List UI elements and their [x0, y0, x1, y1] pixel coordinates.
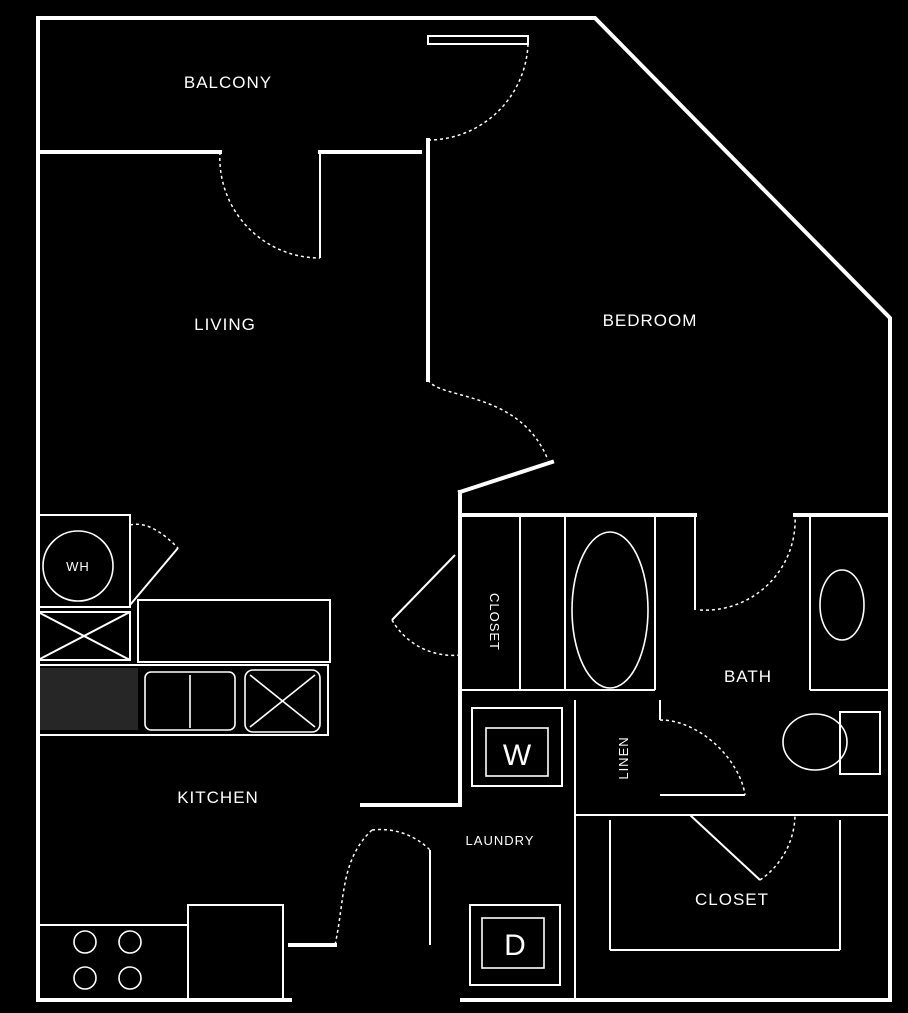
- room-label-closet: CLOSET: [487, 593, 502, 651]
- water-heater-label: WH: [66, 559, 90, 574]
- balcony-wall: [36, 35, 529, 382]
- dryer-icon: [481, 917, 545, 969]
- burner-icon: [73, 930, 97, 954]
- room-label-bath: BATH: [724, 667, 772, 686]
- kitchen: WH: [37, 514, 331, 1001]
- room-label-kitchen: KITCHEN: [177, 788, 259, 807]
- room-label-living: LIVING: [194, 315, 256, 334]
- room-labels: BALCONY LIVING BEDROOM KITCHEN CLOSET BA…: [177, 73, 772, 909]
- exterior-walls: [36, 16, 892, 1002]
- laundry: W D: [469, 707, 563, 986]
- room-label-bedroom: BEDROOM: [603, 311, 698, 330]
- dryer-label: D: [504, 929, 526, 962]
- water-heater-icon: [42, 530, 114, 602]
- balcony-door2-swing: [427, 43, 529, 141]
- refrigerator: [187, 904, 284, 1001]
- sink-icon: [144, 671, 236, 731]
- bathtub-icon: [571, 531, 649, 689]
- bedroom-door: [427, 379, 555, 495]
- room-label-balcony: BALCONY: [184, 73, 272, 92]
- room-label-laundry: LAUNDRY: [466, 833, 535, 848]
- bath-fixtures: [571, 531, 881, 775]
- toilet-icon: [782, 713, 848, 771]
- room-label-linen: LINEN: [616, 736, 631, 779]
- dishwasher-icon: [244, 669, 321, 733]
- room-label-walkin-closet: CLOSET: [695, 890, 769, 909]
- interior-walls: [334, 490, 892, 1000]
- washer-icon: [485, 727, 549, 777]
- balcony-door-swing: [219, 151, 321, 259]
- washer-label: W: [503, 739, 532, 772]
- bath-door-swing: [699, 514, 796, 611]
- sink-bath-icon: [819, 569, 865, 641]
